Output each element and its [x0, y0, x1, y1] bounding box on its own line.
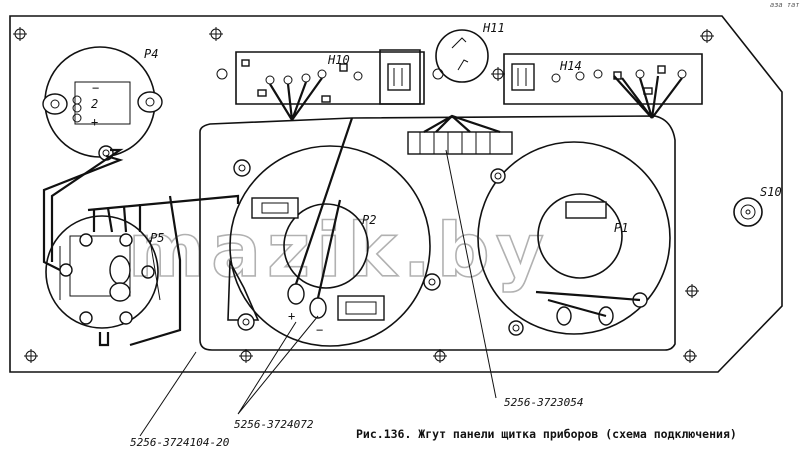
- part-number-harness-mid: 5256-3724072: [234, 418, 314, 431]
- switch-s10: S10: [733, 185, 782, 227]
- mounting-hole: [24, 349, 38, 363]
- gauge-p4: − 2 + P4: [42, 46, 163, 161]
- gauge-p5: P5: [45, 215, 164, 347]
- mounting-holes: [13, 27, 714, 363]
- gauge-p1: P1: [477, 141, 671, 336]
- mounting-hole: [491, 67, 505, 81]
- gauge-p2: + − P2: [227, 117, 441, 347]
- mounting-hole: [685, 284, 699, 298]
- label-p5: P5: [150, 231, 164, 245]
- label-s10: S10: [760, 185, 782, 199]
- p4-mark-2: 2: [91, 97, 98, 111]
- corner-note: аза тат: [770, 1, 800, 9]
- instrument-panel-outline: [9, 15, 783, 373]
- part-number-harness-right: 5256-3723054: [504, 396, 583, 409]
- p4-mark-minus: −: [92, 81, 99, 95]
- connector-h10: H10: [216, 49, 444, 121]
- harness-wire-bundle: [92, 204, 142, 233]
- label-h10: H10: [327, 53, 350, 67]
- lamp-h11: H11: [435, 21, 505, 83]
- part-number-harness-main: 5256-3724104-20: [130, 436, 230, 449]
- watermark: mazik.by: [128, 208, 550, 294]
- leader-harness-mid: [237, 315, 319, 415]
- label-p2: P2: [362, 213, 376, 227]
- mounting-hole: [209, 27, 223, 41]
- mounting-hole: [239, 349, 253, 363]
- label-p1: P1: [614, 221, 628, 235]
- mounting-hole: [13, 27, 27, 41]
- leader-harness-right: [445, 149, 497, 399]
- polarity-minus: −: [316, 323, 323, 337]
- cluster-plate: [199, 115, 676, 351]
- label-h14: H14: [559, 59, 582, 73]
- label-h11: H11: [482, 21, 505, 35]
- p4-mark-plus: +: [91, 115, 98, 129]
- mounting-hole: [683, 349, 697, 363]
- mounting-hole: [433, 349, 447, 363]
- polarity-plus: +: [288, 309, 295, 323]
- mounting-hole: [700, 29, 714, 43]
- label-p4: P4: [144, 47, 158, 61]
- figure-caption: Рис.136. Жгут панели щитка приборов (схе…: [356, 427, 737, 441]
- leader-harness-main: [139, 351, 197, 437]
- wire-p4-p5: [42, 154, 124, 271]
- central-connector: [407, 114, 513, 155]
- connector-h14: H14: [503, 53, 703, 119]
